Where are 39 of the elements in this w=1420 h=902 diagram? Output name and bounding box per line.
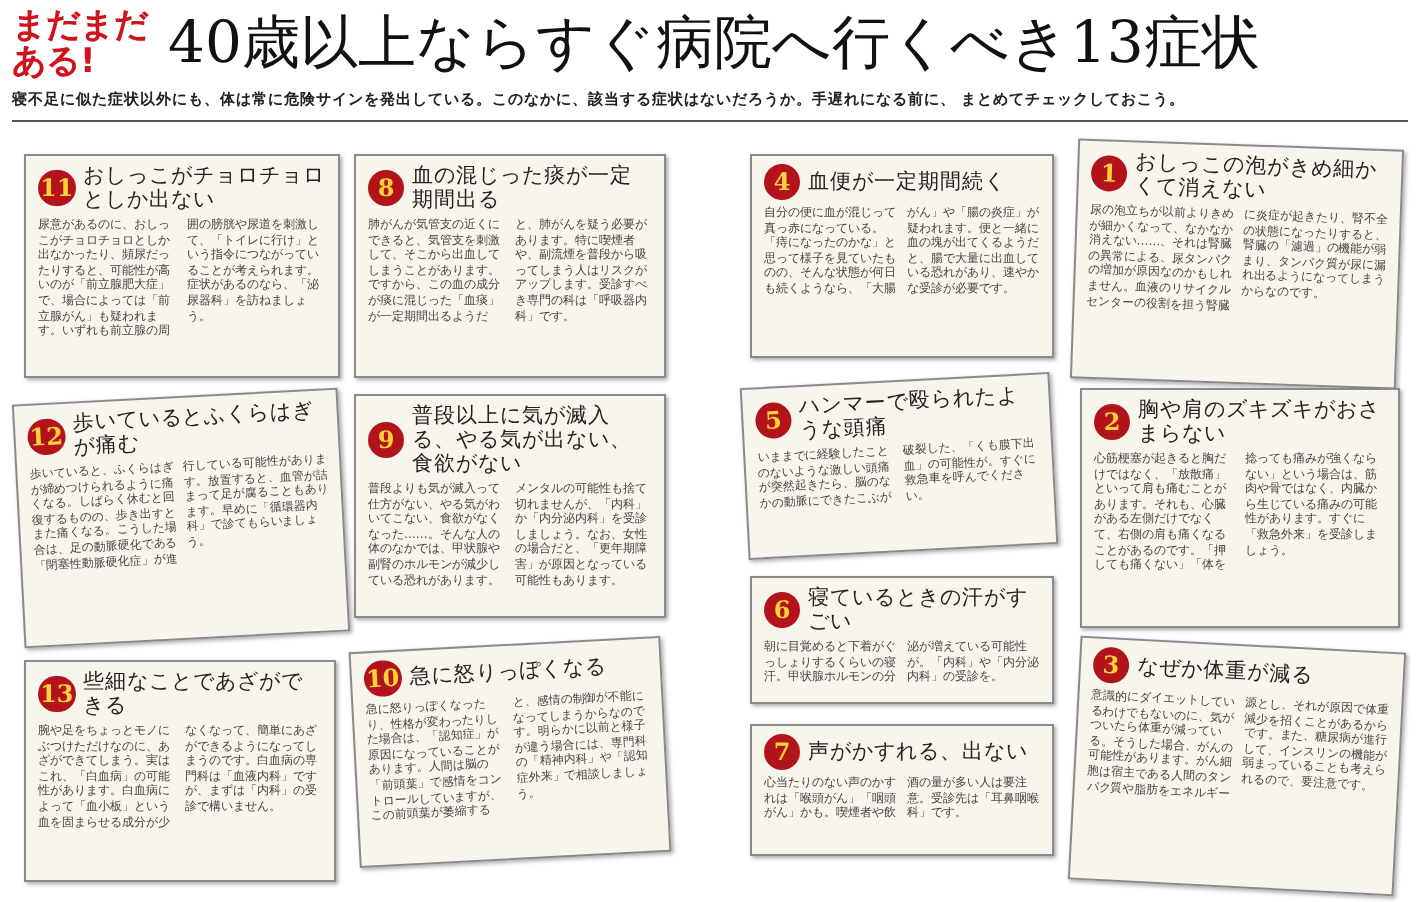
- note-card: [1080, 388, 1400, 628]
- note-card: [1069, 138, 1405, 390]
- card-heading: 普段以上に気が滅入る、やる気が出ない、食欲がない: [412, 404, 634, 476]
- note-card: [354, 394, 666, 618]
- number-badge: 8: [368, 170, 404, 206]
- card-heading: おしっこがチョロチョロとしか出ない: [83, 164, 326, 212]
- note-card: [24, 660, 336, 882]
- number-badge: 9: [368, 422, 404, 458]
- card-heading: 血便が一定期間続く: [808, 170, 1006, 194]
- note-card: [1067, 635, 1407, 897]
- note-card: [739, 372, 1059, 560]
- note-card: [750, 576, 1054, 704]
- note-card: [750, 724, 1054, 856]
- card-heading: なぜか体重が減る: [1136, 654, 1314, 688]
- number-badge: 1: [1090, 154, 1128, 193]
- kicker-label: まだまだある!: [12, 8, 151, 80]
- note-card: [348, 636, 672, 868]
- number-badge: 10: [363, 659, 403, 698]
- card-heading: おしっこの泡がきめ細かくて消えない: [1134, 150, 1380, 204]
- number-badge: 12: [26, 418, 66, 456]
- number-badge: 5: [754, 401, 793, 440]
- number-badge: 2: [1094, 404, 1130, 440]
- note-card: [24, 154, 340, 378]
- card-heading: 胸や肩のズキズキがおさまらない: [1138, 398, 1382, 446]
- number-badge: 3: [1092, 646, 1130, 685]
- number-badge: 4: [764, 164, 800, 200]
- card-heading: 血の混じった痰が一定期間出る: [412, 164, 634, 212]
- number-badge: 13: [38, 676, 76, 712]
- card-heading: 寝ているときの汗がすごい: [808, 586, 1030, 634]
- card-heading: 声がかすれる、出ない: [808, 740, 1028, 764]
- card-heading: 些細なことであざができる: [83, 670, 306, 718]
- note-card: [750, 154, 1054, 358]
- note-card: [354, 154, 666, 378]
- page-title: 40歳以上ならすぐ病院へ行くべき13症状: [168, 6, 1260, 80]
- note-card: [11, 387, 351, 649]
- number-badge: 6: [764, 592, 800, 628]
- card-heading: 急に怒りっぽくなる: [408, 654, 608, 690]
- number-badge: 7: [764, 734, 800, 770]
- number-badge: 11: [38, 170, 76, 206]
